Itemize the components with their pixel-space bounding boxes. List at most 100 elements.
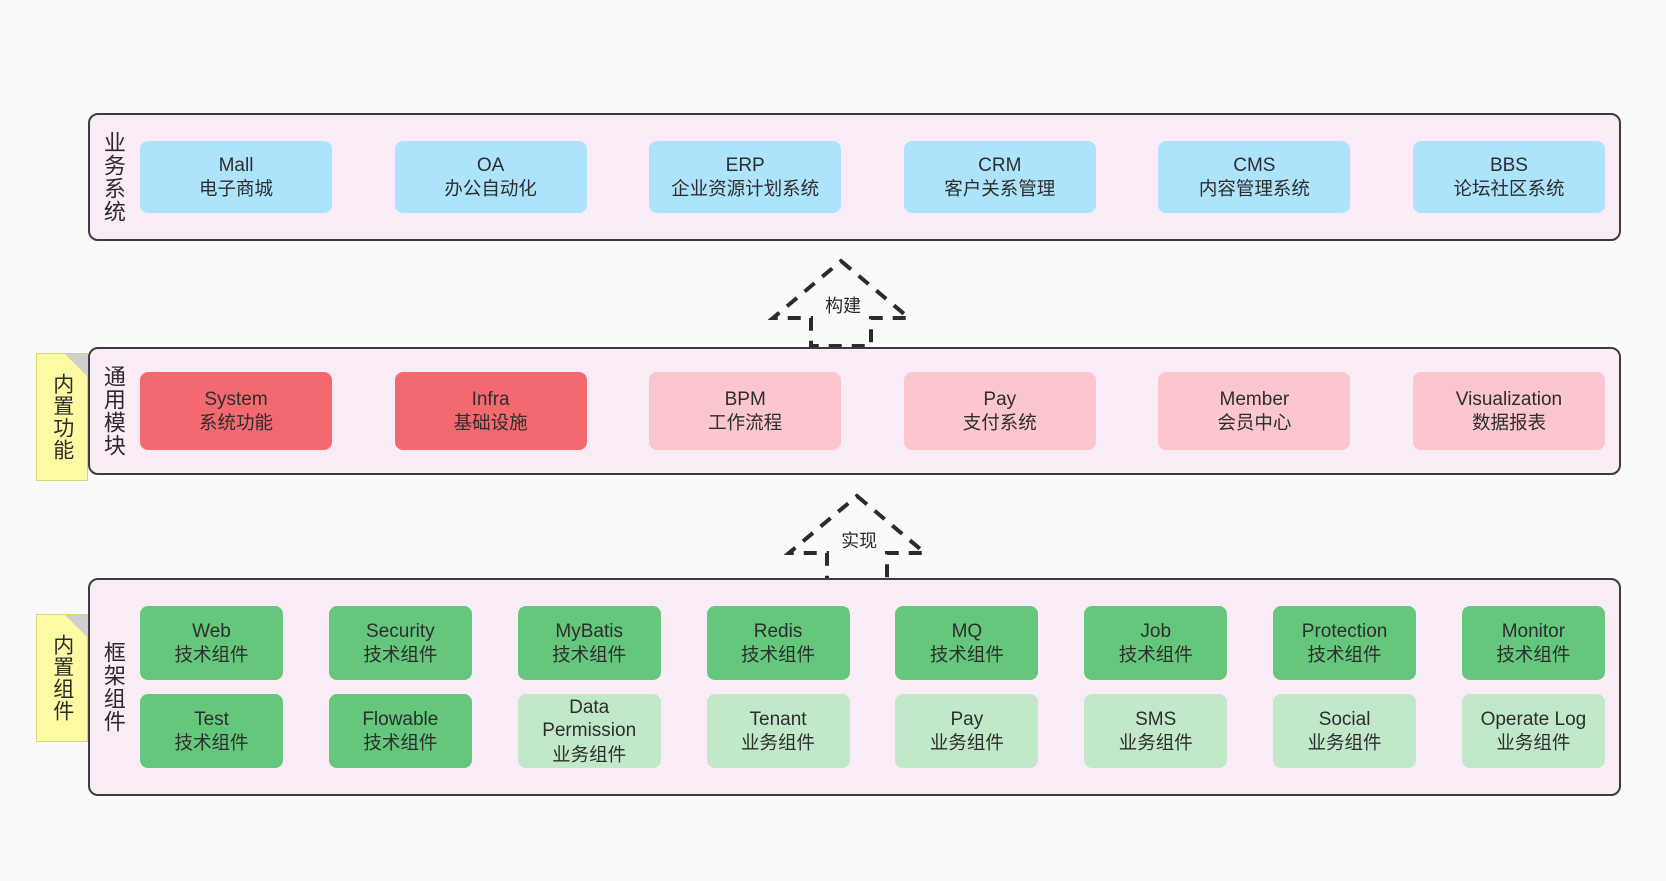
framework-card-monitor[interactable]: Monitor 技术组件 xyxy=(1461,606,1605,680)
card-desc: 技术组件 xyxy=(174,732,249,754)
framework-card-web[interactable]: Web 技术组件 xyxy=(140,606,283,680)
business-card-oa[interactable]: OA 办公自动化 xyxy=(394,141,587,213)
card-name: Member xyxy=(1219,388,1290,410)
card-name: Operate Log xyxy=(1480,708,1587,730)
module-card-visualization[interactable]: Visualization 数据报表 xyxy=(1412,372,1605,450)
card-name: CMS xyxy=(1233,154,1276,176)
framework-card-mq[interactable]: MQ 技术组件 xyxy=(895,606,1039,680)
framework-row-technical: Web 技术组件 Security 技术组件 MyBatis 技术组件 Redi… xyxy=(140,606,1605,680)
build-arrow-shape xyxy=(767,258,915,348)
card-desc: 电子商城 xyxy=(198,178,273,200)
note-builtin-function-label: 内置功能 xyxy=(50,373,74,461)
card-desc: 会员中心 xyxy=(1217,412,1292,434)
card-desc: 技术组件 xyxy=(1496,644,1571,666)
business-systems-layer: 业务系统 Mall 电子商城 OA 办公自动化 ERP 企业资源计划系统 CRM… xyxy=(88,113,1621,241)
card-name: Pay xyxy=(983,388,1017,410)
business-systems-title: 业务系统 xyxy=(100,131,126,223)
card-name: Security xyxy=(366,620,435,642)
card-desc: 技术组件 xyxy=(363,732,438,754)
card-name: CRM xyxy=(978,154,1022,176)
framework-card-operate-log[interactable]: Operate Log 业务组件 xyxy=(1461,694,1605,768)
card-name: Protection xyxy=(1301,620,1388,642)
card-desc: 工作流程 xyxy=(708,412,783,434)
card-desc: 技术组件 xyxy=(363,644,438,666)
card-name: Test xyxy=(194,708,229,730)
card-desc: 技术组件 xyxy=(1307,644,1382,666)
business-card-cms[interactable]: CMS 内容管理系统 xyxy=(1158,141,1351,213)
business-card-mall[interactable]: Mall 电子商城 xyxy=(140,141,332,213)
card-name: ERP xyxy=(725,154,765,176)
card-name: Data Permission xyxy=(542,696,637,742)
card-desc: 业务组件 xyxy=(552,744,627,766)
card-desc: 业务组件 xyxy=(1118,732,1193,754)
framework-card-data-permission[interactable]: Data Permission 业务组件 xyxy=(517,694,661,768)
card-desc: 技术组件 xyxy=(174,644,249,666)
card-name: BPM xyxy=(724,388,766,410)
build-relation-arrow: 构建 xyxy=(766,256,916,348)
realize-relation-arrow: 实现 xyxy=(782,491,932,583)
framework-card-redis[interactable]: Redis 技术组件 xyxy=(706,606,850,680)
card-name: SMS xyxy=(1135,708,1177,730)
framework-card-mybatis[interactable]: MyBatis 技术组件 xyxy=(517,606,661,680)
card-name: Web xyxy=(192,620,231,642)
module-card-bpm[interactable]: BPM 工作流程 xyxy=(649,372,842,450)
card-name: Mall xyxy=(218,154,254,176)
card-desc: 技术组件 xyxy=(552,644,627,666)
module-card-member[interactable]: Member 会员中心 xyxy=(1158,372,1351,450)
card-name: Monitor xyxy=(1501,620,1566,642)
framework-components-card-grid: Web 技术组件 Security 技术组件 MyBatis 技术组件 Redi… xyxy=(136,580,1619,794)
business-card-crm[interactable]: CRM 客户关系管理 xyxy=(903,141,1096,213)
framework-card-social[interactable]: Social 业务组件 xyxy=(1273,694,1417,768)
card-name: MQ xyxy=(951,620,983,642)
framework-card-security[interactable]: Security 技术组件 xyxy=(328,606,472,680)
card-name: Visualization xyxy=(1455,388,1563,410)
card-desc: 技术组件 xyxy=(741,644,816,666)
framework-components-title: 框架组件 xyxy=(100,641,126,733)
framework-card-flowable[interactable]: Flowable 技术组件 xyxy=(328,694,472,768)
card-desc: 数据报表 xyxy=(1471,412,1546,434)
business-card-erp[interactable]: ERP 企业资源计划系统 xyxy=(649,141,842,213)
card-desc: 业务组件 xyxy=(741,732,816,754)
framework-row-business: Test 技术组件 Flowable 技术组件 Data Permission … xyxy=(140,694,1605,768)
card-name: Flowable xyxy=(362,708,439,730)
framework-card-sms[interactable]: SMS 业务组件 xyxy=(1084,694,1228,768)
framework-card-test[interactable]: Test 技术组件 xyxy=(140,694,283,768)
card-desc: 支付系统 xyxy=(962,412,1037,434)
framework-card-job[interactable]: Job 技术组件 xyxy=(1084,606,1228,680)
common-modules-layer: 通用模块 System 系统功能 Infra 基础设施 BPM 工作流程 Pay… xyxy=(88,347,1621,475)
card-desc: 系统功能 xyxy=(198,412,273,434)
card-desc: 技术组件 xyxy=(929,644,1004,666)
card-desc: 业务组件 xyxy=(1307,732,1382,754)
note-builtin-function: 内置功能 xyxy=(36,353,88,481)
note-builtin-component: 内置组件 xyxy=(36,614,88,742)
framework-components-layer: 框架组件 Web 技术组件 Security 技术组件 MyBatis 技术组件… xyxy=(88,578,1621,796)
card-name: OA xyxy=(476,154,505,176)
card-name: Redis xyxy=(753,620,803,642)
card-name: MyBatis xyxy=(555,620,623,642)
realize-arrow-label: 实现 xyxy=(841,531,878,551)
common-modules-title: 通用模块 xyxy=(100,365,126,457)
card-desc: 业务组件 xyxy=(1496,732,1571,754)
framework-card-pay[interactable]: Pay 业务组件 xyxy=(895,694,1039,768)
card-desc: 企业资源计划系统 xyxy=(671,178,820,200)
card-name: Social xyxy=(1318,708,1371,730)
module-card-pay[interactable]: Pay 支付系统 xyxy=(903,372,1096,450)
card-name: Infra xyxy=(471,388,510,410)
framework-card-tenant[interactable]: Tenant 业务组件 xyxy=(706,694,850,768)
build-arrow-label: 构建 xyxy=(825,296,862,316)
card-desc: 业务组件 xyxy=(929,732,1004,754)
card-desc: 论坛社区系统 xyxy=(1453,178,1565,200)
framework-card-protection[interactable]: Protection 技术组件 xyxy=(1273,606,1417,680)
card-desc: 客户关系管理 xyxy=(944,178,1056,200)
card-desc: 技术组件 xyxy=(1118,644,1193,666)
module-card-system[interactable]: System 系统功能 xyxy=(140,372,332,450)
card-desc: 基础设施 xyxy=(453,412,528,434)
card-name: Tenant xyxy=(749,708,807,730)
business-card-bbs[interactable]: BBS 论坛社区系统 xyxy=(1412,141,1605,213)
common-modules-card-list: System 系统功能 Infra 基础设施 BPM 工作流程 Pay 支付系统… xyxy=(136,349,1619,473)
module-card-infra[interactable]: Infra 基础设施 xyxy=(394,372,587,450)
card-desc: 办公自动化 xyxy=(444,178,537,200)
card-desc: 内容管理系统 xyxy=(1198,178,1310,200)
note-builtin-component-label: 内置组件 xyxy=(50,634,74,722)
business-systems-card-list: Mall 电子商城 OA 办公自动化 ERP 企业资源计划系统 CRM 客户关系… xyxy=(136,115,1619,239)
